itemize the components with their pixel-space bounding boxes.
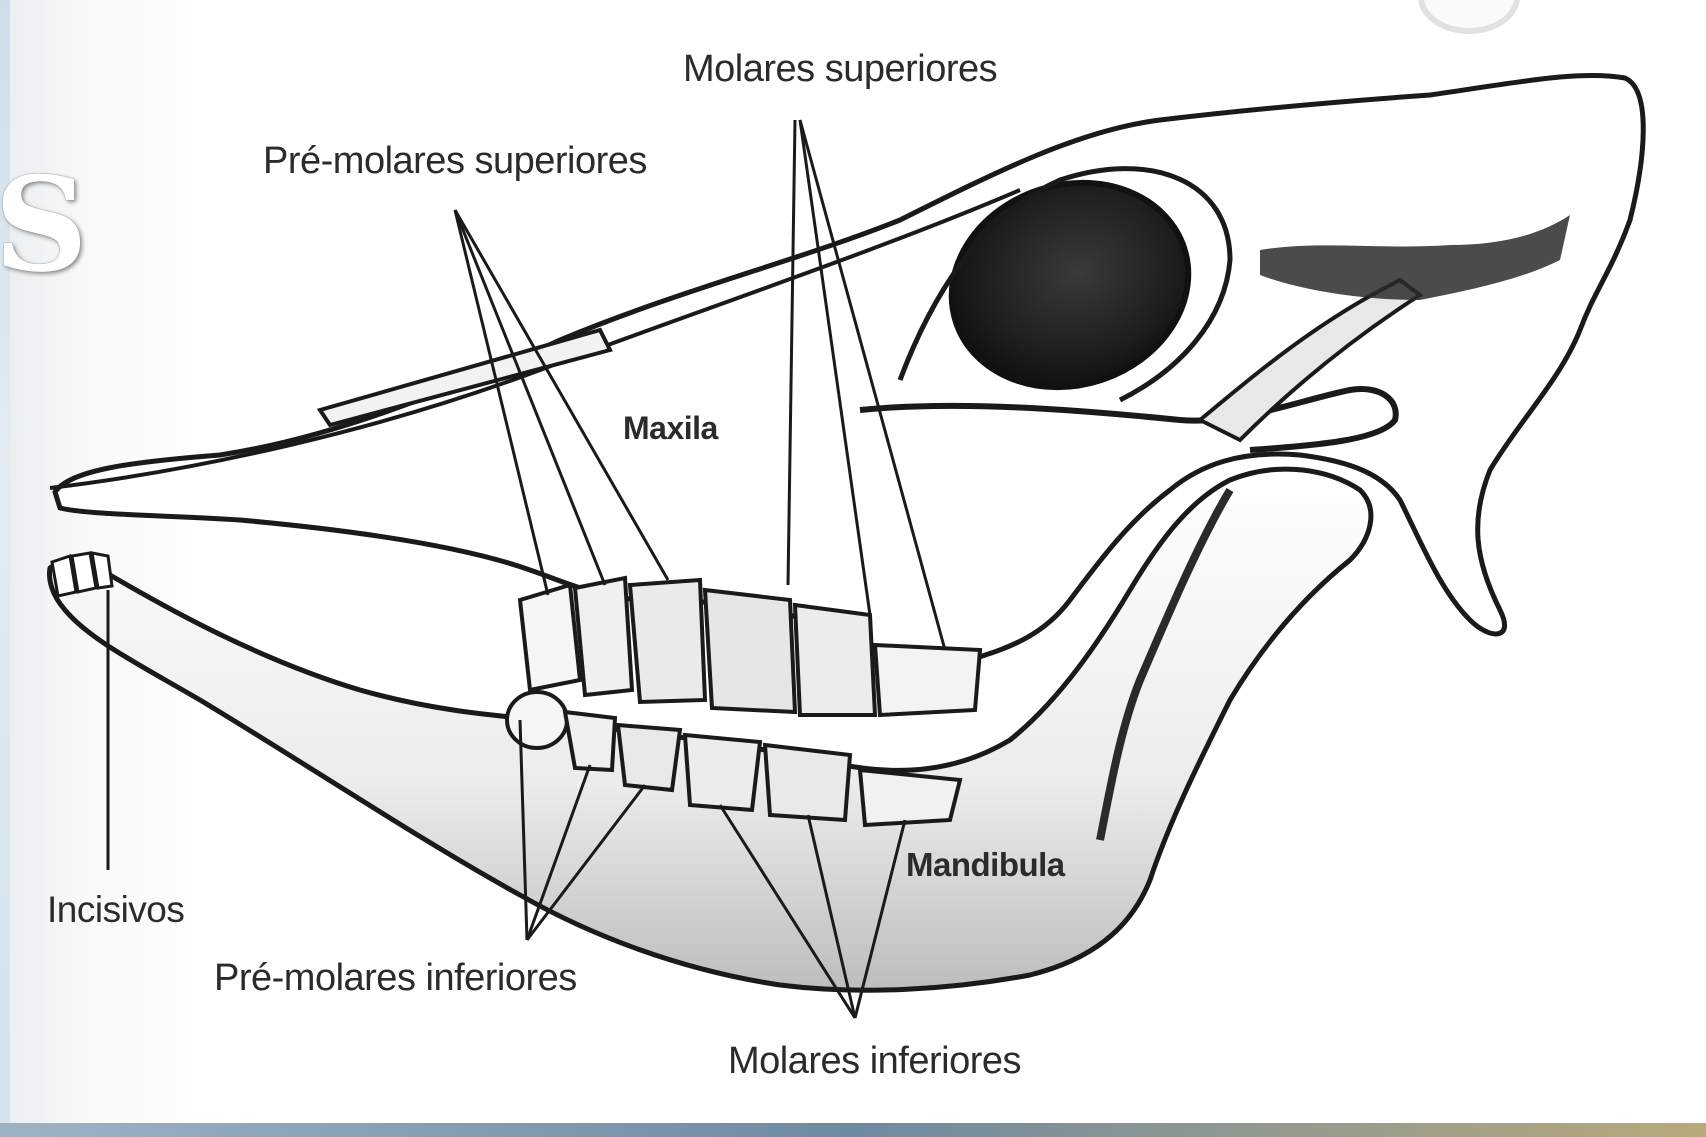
label-molares-superiores: Molares superiores (683, 48, 997, 91)
label-molares-inferiores: Molares inferiores (728, 1040, 1021, 1083)
label-pre-molares-superiores: Pré-molares superiores (263, 140, 647, 183)
label-pre-molares-inferiores: Pré-molares inferiores (214, 957, 577, 1000)
label-maxila: Maxila (623, 410, 718, 447)
slide-bottom-bar (0, 1123, 1706, 1137)
label-incisivos: Incisivos (47, 889, 184, 931)
label-mandibula: Mandibula (906, 846, 1065, 884)
